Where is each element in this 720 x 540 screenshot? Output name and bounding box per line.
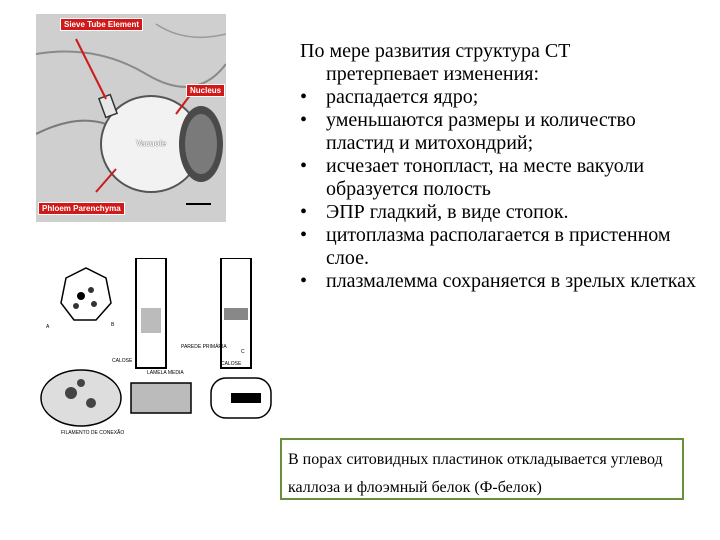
list-item: • цитоплазма располагается в пристенном с… [300,224,700,270]
list-item: • исчезает тонопласт, на месте вакуоли об… [300,155,700,201]
parede-label: PAREDE PRIMÁRIA [181,343,227,350]
filamento-label: FILAMENTO DE CONEXÃO [61,429,124,436]
bullet-icon: • [300,86,308,108]
bullet-list: • распадается ядро; • уменьшаются размеры … [300,86,700,293]
bullet-icon: • [300,270,308,292]
list-item: • распадается ядро; [300,86,700,109]
bullet-icon: • [300,155,308,177]
calose-right-label: CALOSE [221,361,242,367]
vacuole-label: Vacuole [136,139,167,148]
bullet-icon: • [300,224,308,246]
parenchyma-label: Phloem Parenchyma [38,202,125,215]
calose-left-label: CALOSE [112,358,133,364]
letter-b: B [111,322,115,328]
sieve-tube-label: Sieve Tube Element [60,18,143,31]
bullet-text: уменьшаются размеры и количество пластид… [326,109,636,154]
intro-paragraph: По мере развития структура СТ претерпева… [300,40,700,86]
bullet-text: распадается ядро; [326,86,479,108]
note-box: В порах ситовидных пластинок откладывает… [280,438,684,500]
letter-c: C [241,349,245,355]
bullet-text: ЭПР гладкий, в виде стопок. [326,201,569,223]
list-item: • плазмалемма сохраняется в зрелых клетка… [300,270,700,293]
bullet-text: цитоплазма располагается в пристенном сл… [326,224,671,269]
bullet-icon: • [300,201,308,223]
bullet-icon: • [300,109,308,131]
bullet-text: плазмалемма сохраняется в зрелых клетках [326,270,696,292]
intro-line-2: претерпевает изменения: [326,63,540,85]
letter-a: A [46,324,50,330]
development-diagram: A B C CALOSE PAREDE PRIMÁRIA LAMELA MEDI… [40,257,272,436]
text-block: По мере развития структура СТ претерпева… [300,40,700,293]
bullet-text: исчезает тонопласт, на месте вакуоли обр… [326,155,645,200]
sieve-tube-development-drawing: A B C CALOSE PAREDE PRIMÁRIA LAMELA MEDI… [36,257,286,438]
list-item: • уменьшаются размеры и количество пласти… [300,109,700,155]
sieve-tube-micrograph: Sieve Tube Element Nucleus Vacuole Phloe… [35,14,227,222]
micrograph-image [35,14,227,222]
lamela-label: LAMELA MEDIA [147,370,184,376]
list-item: • ЭПР гладкий, в виде стопок. [300,201,700,224]
intro-line-1: По мере развития структура СТ [300,40,571,62]
note-text: В порах ситовидных пластинок откладывает… [288,451,663,496]
nucleus-label: Nucleus [186,84,226,97]
